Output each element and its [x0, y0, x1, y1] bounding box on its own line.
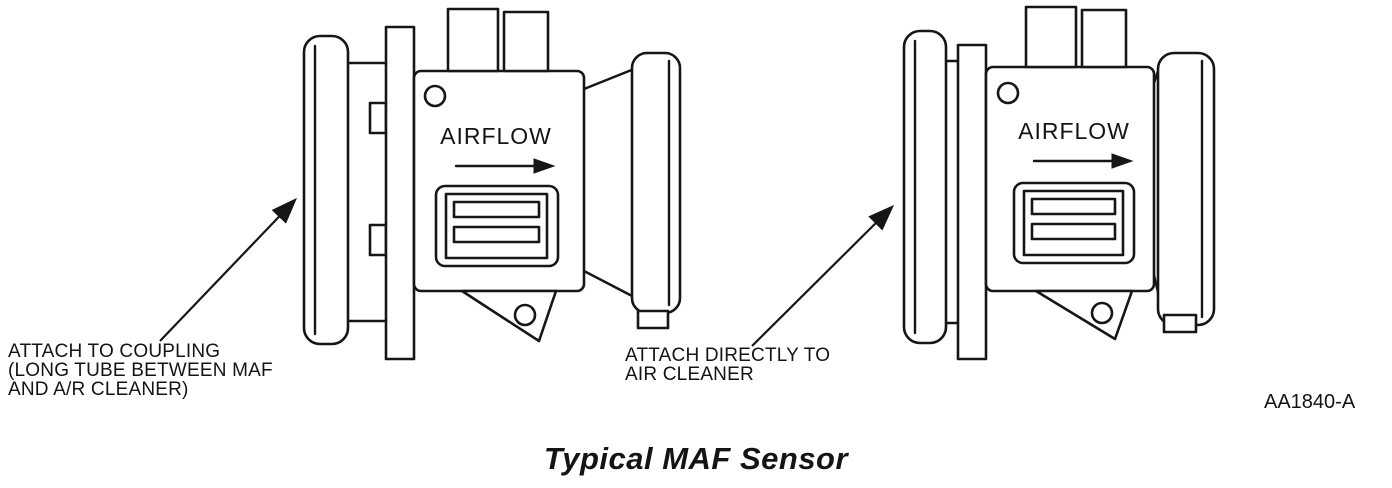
callout-line: ATTACH DIRECTLY TO — [625, 345, 831, 366]
right-bolt-hole-icon — [996, 81, 1020, 105]
callout-line: (LONG TUBE BETWEEN MAF — [8, 360, 273, 381]
right-callout-arrow-icon — [751, 204, 895, 347]
right-bracket-bolt-hole-icon — [1090, 301, 1114, 325]
left-mounting-bracket — [460, 289, 558, 343]
right-outlet-tube — [1152, 51, 1216, 334]
left-maf-sensor-drawing: AIRFLOW — [302, 7, 682, 361]
left-bracket-bolt-hole-icon — [513, 303, 537, 327]
callout-line: ATTACH TO COUPLING — [8, 341, 221, 362]
callout-line: AND A/R CLEANER) — [8, 379, 189, 400]
right-airflow-direction-arrow-icon — [1032, 153, 1134, 169]
right-airflow-label: AIRFLOW — [1018, 118, 1130, 144]
left-electrical-connector — [446, 7, 550, 73]
right-electrical-connector — [1024, 5, 1128, 69]
left-airflow-label: AIRFLOW — [440, 123, 552, 149]
figure-caption: Typical MAF Sensor — [543, 441, 849, 476]
left-airflow-direction-arrow-icon — [454, 158, 556, 174]
left-coupling-flange — [302, 34, 390, 346]
right-coupling-flange — [902, 29, 962, 345]
callout-line: AIR CLEANER — [625, 364, 754, 385]
right-maf-sensor-drawing: AIRFLOW — [902, 5, 1216, 361]
right-terminal-slots — [1012, 181, 1136, 265]
right-mounting-plate — [956, 43, 990, 361]
left-outlet-tube — [582, 51, 682, 330]
left-terminal-slots — [434, 184, 560, 268]
right-mounting-bracket — [1034, 289, 1134, 341]
left-callout-arrow-icon — [159, 197, 298, 342]
right-callout-text: ATTACH DIRECTLY TO AIR CLEANER — [625, 346, 830, 384]
left-callout-text: ATTACH TO COUPLING (LONG TUBE BETWEEN MA… — [8, 342, 273, 399]
reference-code: AA1840-A — [1264, 391, 1356, 413]
left-bolt-hole-icon — [423, 84, 447, 108]
left-mounting-plate — [368, 25, 416, 361]
